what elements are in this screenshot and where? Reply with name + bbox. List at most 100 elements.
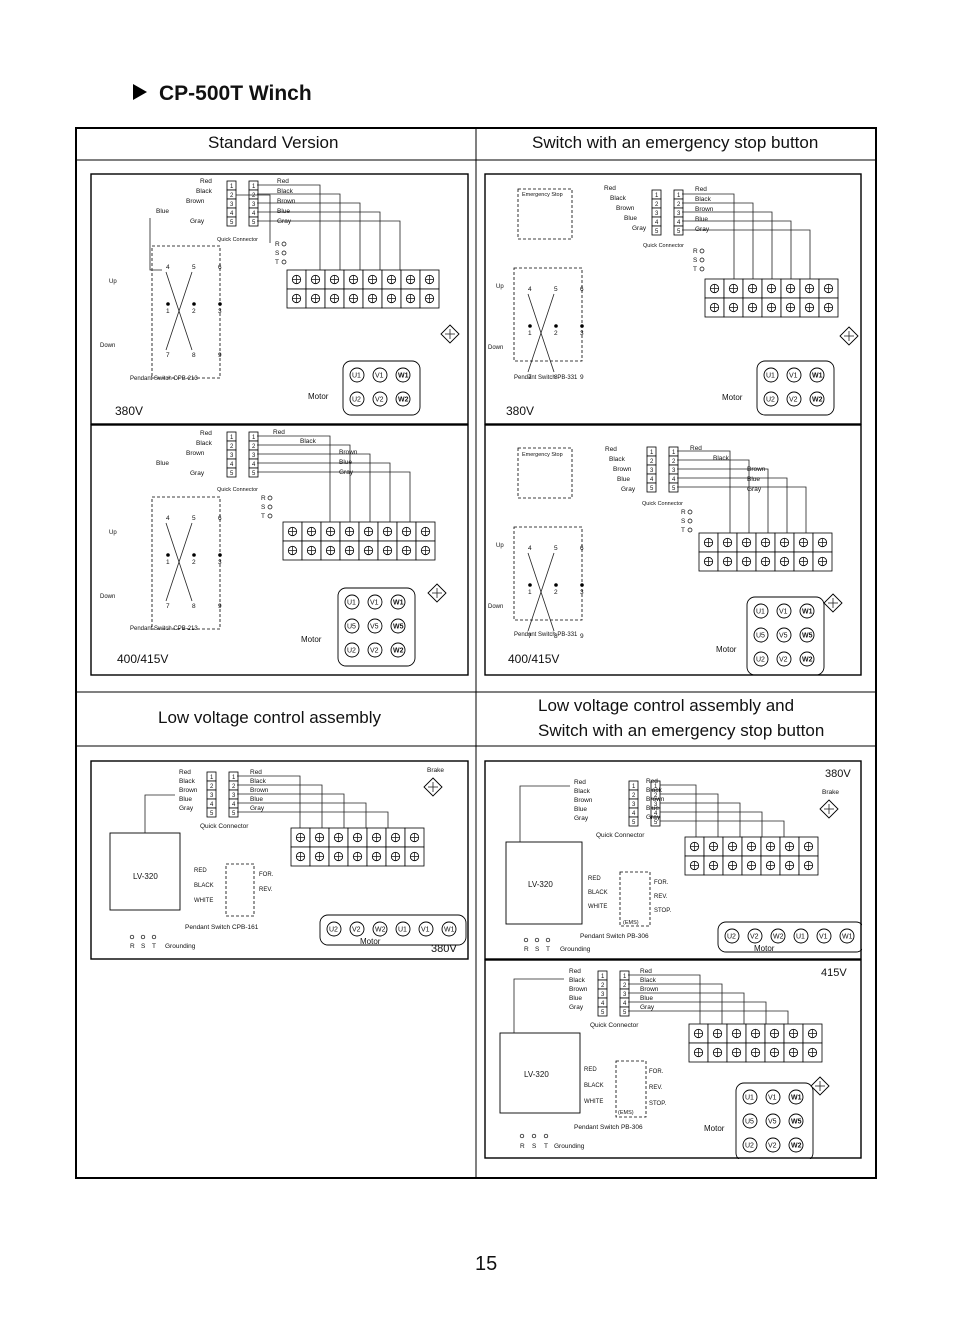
wire-label: Red <box>604 185 616 192</box>
switch-number: 9 <box>580 633 584 640</box>
lv-output-label: REV. <box>649 1085 663 1091</box>
terminal-screw-icon <box>329 274 340 285</box>
wire-label: Black <box>640 977 657 984</box>
switch-contact-icon <box>218 553 222 557</box>
terminal-screw-icon <box>295 851 306 862</box>
pin-number: 5 <box>623 1010 627 1016</box>
pin-number: 1 <box>623 974 627 980</box>
motor-terminal-icon <box>763 367 779 383</box>
pin-number: 2 <box>210 784 214 790</box>
wire <box>257 444 351 522</box>
motor-terminal-label: U2 <box>727 934 736 941</box>
motor-terminal-icon <box>742 1113 758 1129</box>
connector-pin <box>597 1006 608 1017</box>
pin-number: 5 <box>601 1010 605 1016</box>
phase-terminal-icon <box>523 937 529 943</box>
wire <box>237 793 345 828</box>
pendant-switch-outline <box>225 863 255 917</box>
lv-output-label: REV. <box>259 887 273 893</box>
phase-terminal-icon <box>281 250 287 256</box>
switch-number: 6 <box>580 286 584 293</box>
phase-label: S <box>261 504 266 511</box>
pin-number: 1 <box>655 193 659 199</box>
motor-terminal-icon <box>793 928 809 944</box>
phase-label: R <box>261 495 266 502</box>
terminal-screw-icon <box>314 851 325 862</box>
motor-terminal-label: W2 <box>773 934 784 941</box>
motor-terminal-label: V2 <box>768 1143 777 1150</box>
motor-terminal-icon <box>765 1113 781 1129</box>
motor-terminal-icon <box>395 367 411 383</box>
switch-number: 2 <box>554 330 558 337</box>
ems-label: (EMS) <box>618 1110 634 1116</box>
motor-terminal-icon <box>372 921 388 937</box>
terminal-screw-icon <box>329 293 340 304</box>
page-title-text: CP-500T Winch <box>159 82 312 105</box>
phase-label: R <box>520 1143 525 1150</box>
pin-number: 2 <box>655 202 659 208</box>
motor-terminal-icon <box>786 367 802 383</box>
quick-connector-label: Quick Connector <box>200 823 249 830</box>
wire-label: Blue <box>695 216 708 223</box>
pin-number: 2 <box>677 202 681 208</box>
grounding-label: Grounding <box>560 946 591 953</box>
wire <box>660 784 697 837</box>
wire-label: Blue <box>646 805 659 812</box>
motor-terminal-label: U2 <box>766 397 775 404</box>
emergency-stop-box <box>517 447 573 499</box>
pin-number: 4 <box>232 802 236 808</box>
motor-label: Motor <box>308 392 329 401</box>
motor-terminal-label: W2 <box>398 397 409 404</box>
wire <box>513 978 564 1033</box>
wire <box>257 220 401 270</box>
wire-label: Gray <box>250 805 265 812</box>
motor-terminal-label: W2 <box>375 927 386 934</box>
pin-number: 5 <box>672 486 676 492</box>
lv320-box <box>109 832 181 911</box>
pin-number: 4 <box>623 1001 627 1007</box>
switch-number: 6 <box>218 264 222 271</box>
terminal-screw-icon <box>728 302 739 313</box>
panel-border <box>484 424 862 676</box>
pendant-label: Pendant Switch CPB-213 <box>130 626 198 632</box>
switch-contact-icon <box>192 553 196 557</box>
wire-label: Gray <box>190 470 205 477</box>
switch-number: 3 <box>218 559 222 566</box>
wiring-emergency-380v: Emergency StopRedBlackBrownBlueGray12345… <box>484 173 862 425</box>
motor-terminal-label: W2 <box>802 657 813 664</box>
emergency-stop-box <box>517 188 573 240</box>
pin-number: 2 <box>654 793 658 799</box>
phase-terminal-icon <box>519 1133 525 1139</box>
wire-label: Brown <box>616 205 635 212</box>
wire <box>237 811 389 828</box>
motor-terminal-label: W5 <box>802 633 813 640</box>
switch-number: 2 <box>192 308 196 315</box>
terminal-screw-icon <box>287 526 298 537</box>
wiring-standard-380v: RedBlackBrownBlueGray1234512345RedBlackB… <box>90 173 469 425</box>
pin-number: 2 <box>232 784 236 790</box>
phase-label: R <box>275 241 280 248</box>
motor-terminal-icon <box>765 1089 781 1105</box>
phase-label: T <box>152 943 156 950</box>
wire-label: Blue <box>156 460 169 467</box>
switch-number: 9 <box>218 603 222 610</box>
wire-label: Gray <box>640 1004 655 1011</box>
motor-terminal-icon <box>349 391 365 407</box>
lv-input-label: RED <box>584 1067 597 1073</box>
switch-contact-icon <box>192 302 196 306</box>
motor-terminal-label: W2 <box>393 648 404 655</box>
switch-link <box>527 552 555 632</box>
switch-number: 1 <box>528 330 532 337</box>
wire <box>628 974 701 1024</box>
motor-terminal-label: V2 <box>352 927 361 934</box>
motor-terminal-icon <box>799 603 815 619</box>
pin-number: 5 <box>632 820 636 826</box>
down-label: Down <box>488 604 503 610</box>
pin-number: 1 <box>654 784 658 790</box>
voltage-label: 400/415V <box>508 652 559 666</box>
terminal-screw-icon <box>333 851 344 862</box>
motor-terminal-icon <box>372 391 388 407</box>
pendant-switch-outline <box>513 526 583 621</box>
pin-number: 2 <box>623 983 627 989</box>
switch-number: 3 <box>218 308 222 315</box>
